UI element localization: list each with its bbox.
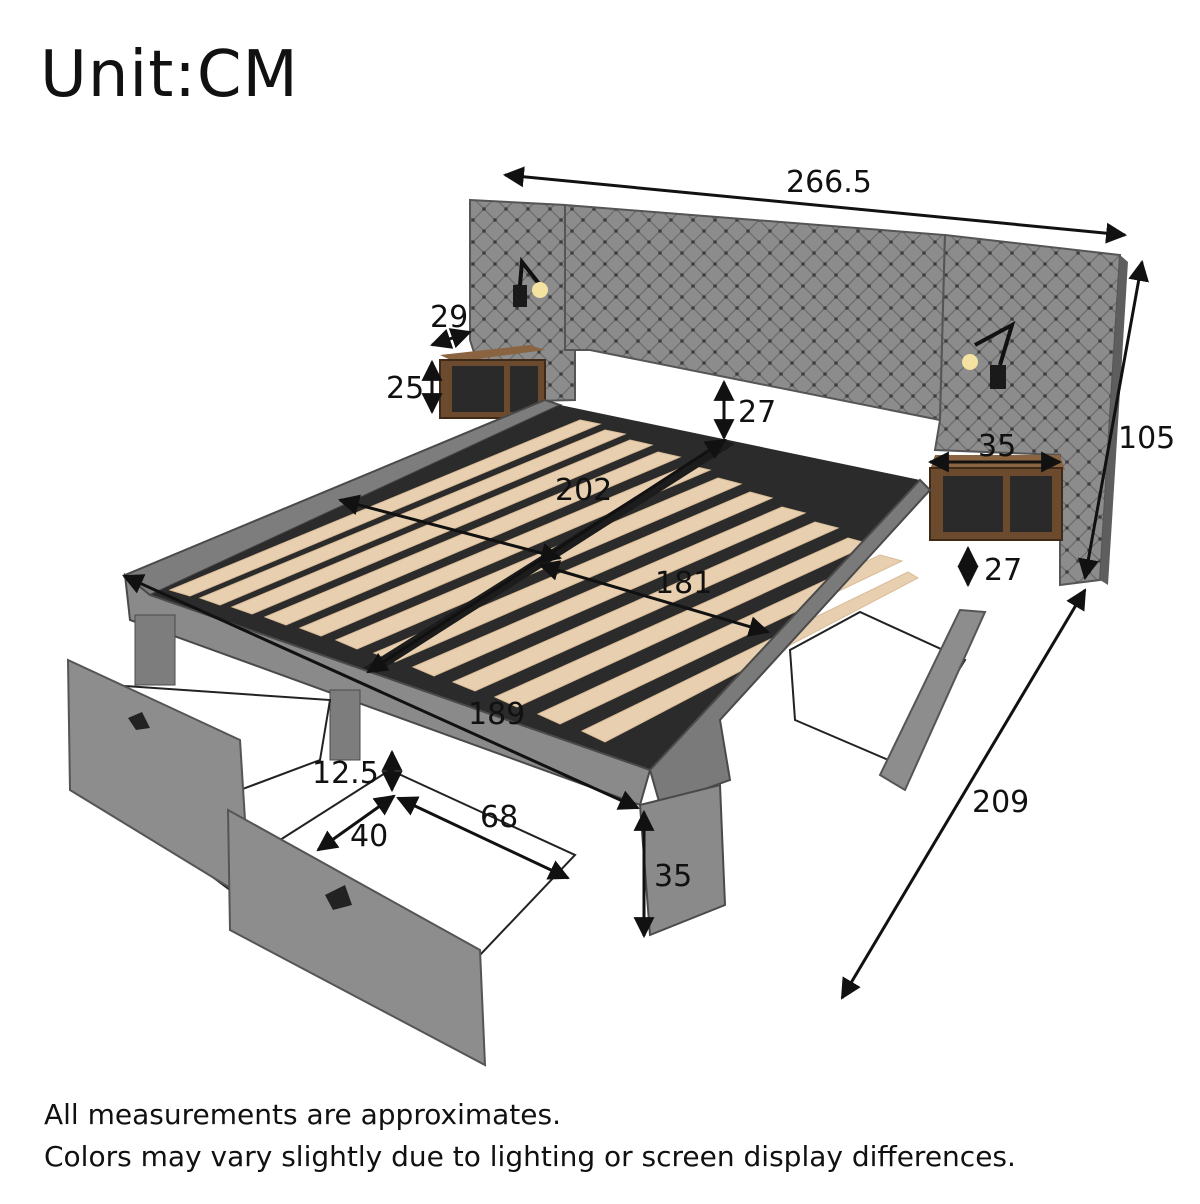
dim-line-frame-width (122, 574, 640, 810)
reading-lamp-left (513, 256, 548, 307)
label-headboard-clearance: 27 (738, 395, 776, 430)
leg-middle (329, 689, 361, 761)
label-nightstand-clearance: 27 (984, 553, 1022, 588)
note-measurements: All measurements are approximates. (44, 1098, 561, 1131)
label-overall-length: 209 (972, 785, 1029, 820)
nightstand-left (439, 345, 546, 419)
dimension-labels: 266.5 105 209 29 25 27 35 27 202 181 189… (312, 165, 1175, 894)
drawer-right (788, 608, 987, 792)
dim-line-overall-width (502, 166, 1128, 244)
label-nightstand-height: 25 (386, 371, 424, 406)
headboard-center-panel (564, 203, 947, 422)
reading-lamp-right (962, 320, 1016, 389)
dimension-lines (122, 166, 1149, 1000)
label-frame-width: 189 (468, 697, 525, 732)
dim-line-overall-height (1078, 259, 1149, 581)
label-drawer-height: 12.5 (312, 756, 379, 791)
label-overall-width: 266.5 (786, 165, 872, 200)
drawer-front-center (226, 768, 577, 1067)
label-nightstand-width: 35 (978, 429, 1016, 464)
label-frame-height: 35 (654, 859, 692, 894)
label-nightstand-depth: 29 (430, 300, 468, 335)
label-drawer-length: 68 (480, 800, 518, 835)
leg-left (134, 614, 176, 686)
label-overall-height: 105 (1118, 421, 1175, 456)
nightstand-right (929, 455, 1065, 541)
dim-line-drawer-length (396, 796, 570, 880)
label-mattress-length: 202 (555, 473, 612, 508)
dim-line-nightstand-depth (430, 328, 472, 349)
label-mattress-width: 181 (655, 566, 712, 601)
dim-line-drawer-width (316, 794, 396, 852)
unit-title: Unit:CM (40, 38, 299, 112)
label-drawer-width: 40 (350, 819, 388, 854)
note-colors: Colors may vary slightly due to lighting… (44, 1140, 1016, 1173)
dim-line-overall-length (840, 588, 1087, 1000)
